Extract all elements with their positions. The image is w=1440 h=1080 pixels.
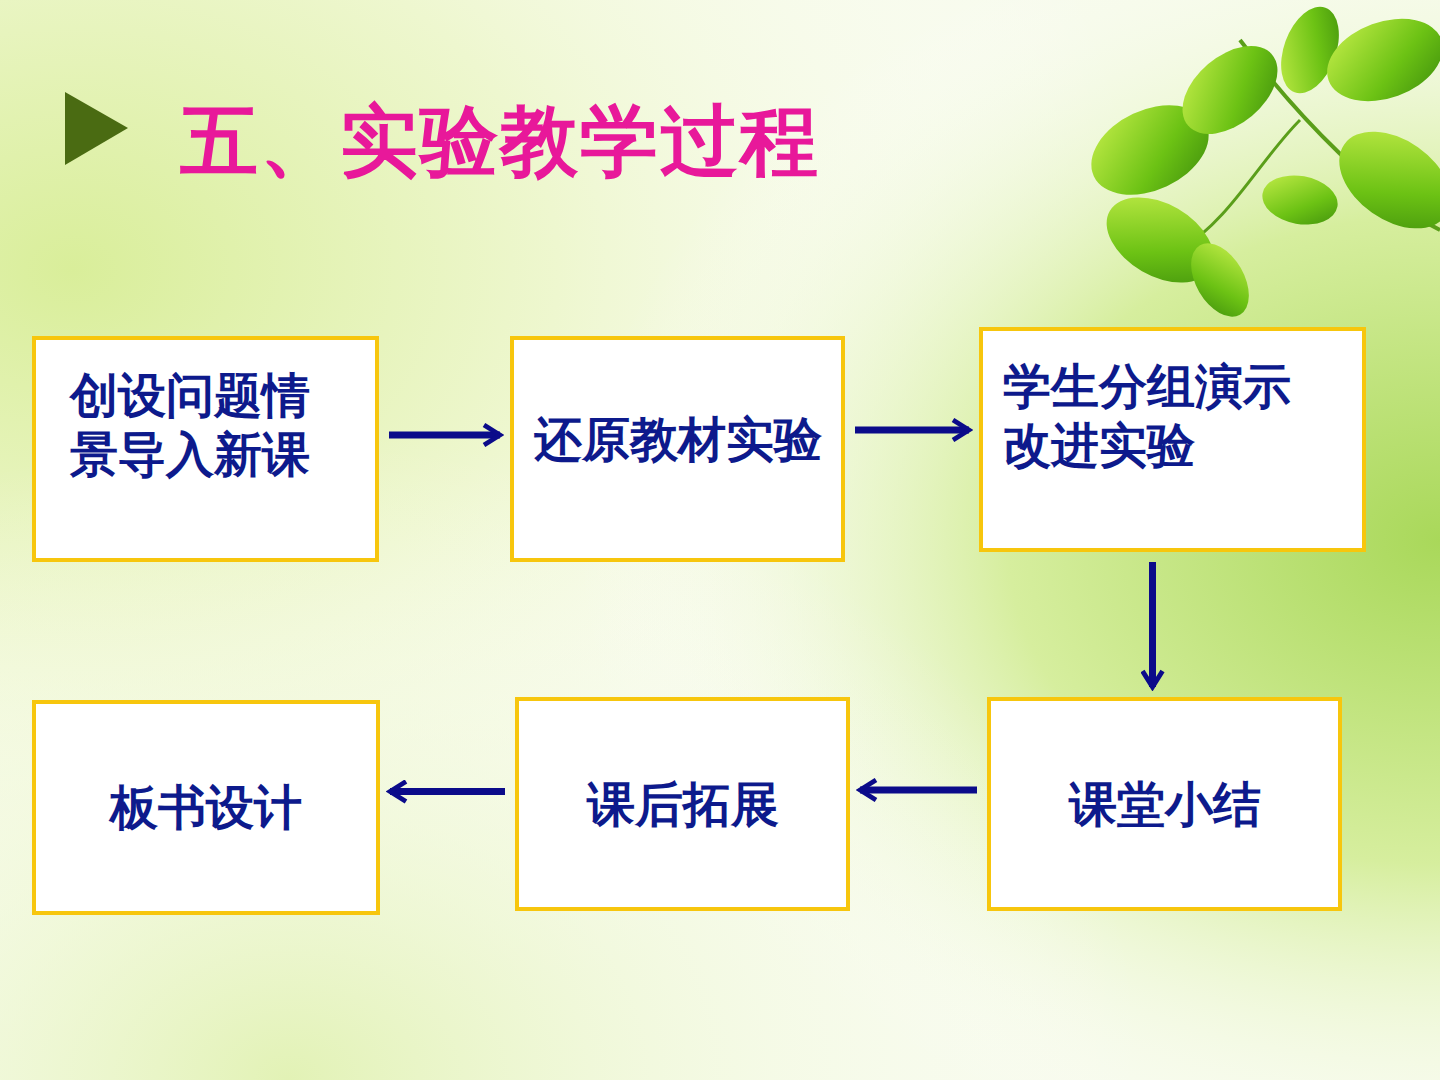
step-label: 学生分组演示 改进实验 (1003, 357, 1346, 474)
process-box: 还原教材实验 (510, 336, 845, 562)
process-box: 创设问题情 景导入新课 (32, 336, 379, 562)
process-box: 板书设计 (32, 700, 380, 915)
step-label: 还原教材实验 (534, 410, 822, 469)
step-label: 课堂小结 (1069, 775, 1261, 834)
process-box: 课堂小结 (987, 697, 1342, 911)
step-label: 板书设计 (110, 778, 302, 837)
flow-arrow (389, 432, 500, 439)
flow-arrow (860, 787, 977, 794)
leaf-cluster (1077, 0, 1440, 327)
process-box: 课后拓展 (515, 697, 850, 911)
flow-arrow (390, 788, 505, 795)
process-box: 学生分组演示 改进实验 (979, 327, 1366, 552)
flow-arrow (855, 427, 969, 434)
step-label: 创设问题情 景导入新课 (70, 366, 351, 483)
slide-title: 五、实验教学过程 (180, 90, 820, 195)
flow-arrow (1149, 562, 1156, 687)
step-label: 课后拓展 (587, 775, 779, 834)
bullet-triangle (65, 92, 128, 165)
